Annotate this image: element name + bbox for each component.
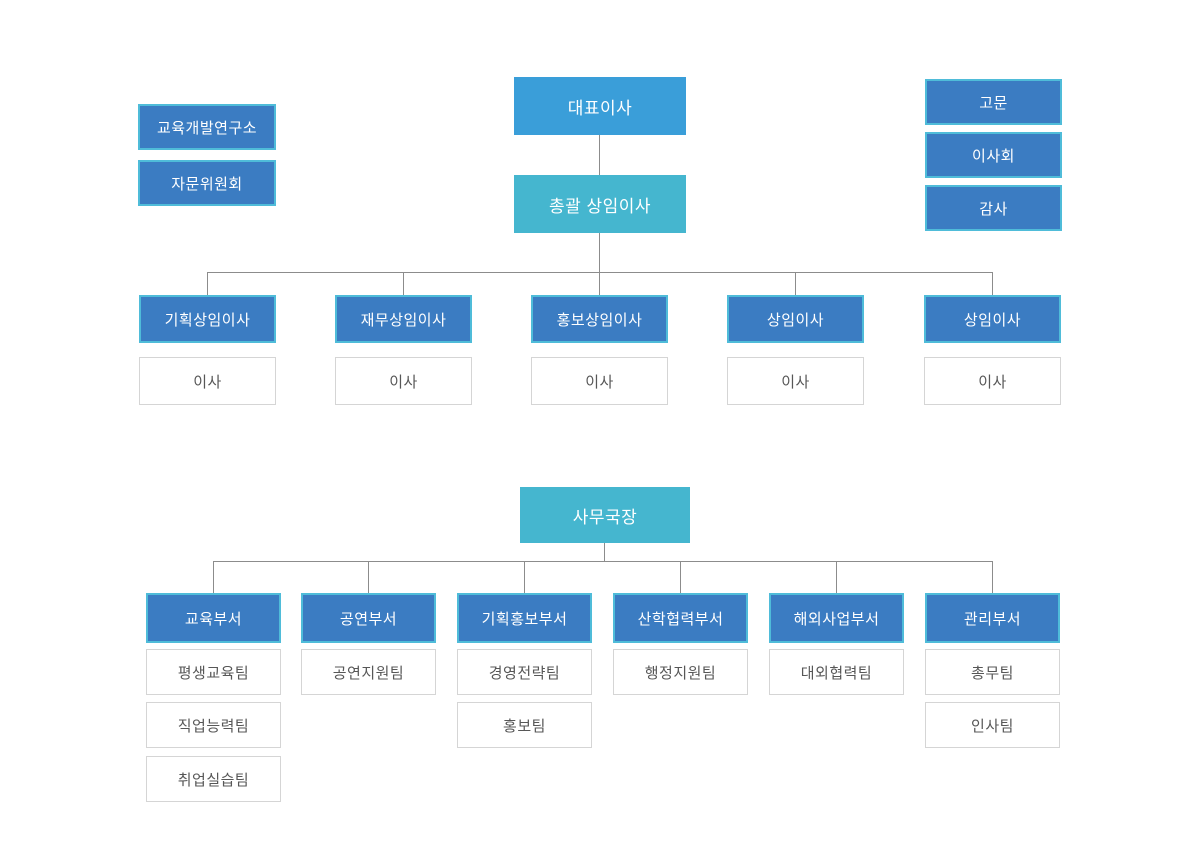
node-team-general-affairs: 총무팀 bbox=[925, 649, 1060, 695]
node-planning-pr-dept: 기획홍보부서 bbox=[457, 593, 592, 643]
connector-directors-hline bbox=[207, 272, 993, 273]
connector-drop-2 bbox=[403, 272, 404, 295]
node-executive-director-2: 상임이사 bbox=[924, 295, 1061, 343]
node-performance-dept: 공연부서 bbox=[301, 593, 436, 643]
connector-drop-3 bbox=[599, 272, 600, 295]
node-secretary-general: 사무국장 bbox=[520, 487, 690, 543]
node-pr-executive-director: 홍보상임이사 bbox=[531, 295, 668, 343]
node-executive-director-1: 상임이사 bbox=[727, 295, 864, 343]
node-board-of-directors: 이사회 bbox=[925, 132, 1062, 178]
node-team-hr: 인사팀 bbox=[925, 702, 1060, 748]
node-overseas-business-dept: 해외사업부서 bbox=[769, 593, 904, 643]
connector-drop-1 bbox=[207, 272, 208, 295]
connector-departments-hline bbox=[213, 561, 993, 562]
node-director-4: 이사 bbox=[727, 357, 864, 405]
connector-drop-5 bbox=[992, 272, 993, 295]
node-director-3: 이사 bbox=[531, 357, 668, 405]
node-team-job-training: 취업실습팀 bbox=[146, 756, 281, 802]
connector-chief-down bbox=[599, 233, 600, 273]
connector-dept-drop-3 bbox=[524, 561, 525, 593]
node-chief-executive-director: 총괄 상임이사 bbox=[514, 175, 686, 233]
connector-secretary-down bbox=[604, 543, 605, 562]
node-team-performance-support: 공연지원팀 bbox=[301, 649, 436, 695]
node-advisory-committee: 자문위원회 bbox=[138, 160, 276, 206]
connector-drop-4 bbox=[795, 272, 796, 295]
node-ceo: 대표이사 bbox=[514, 77, 686, 135]
node-education-dept: 교육부서 bbox=[146, 593, 281, 643]
node-director-2: 이사 bbox=[335, 357, 472, 405]
node-auditor: 감사 bbox=[925, 185, 1062, 231]
connector-dept-drop-2 bbox=[368, 561, 369, 593]
connector-ceo-chief bbox=[599, 135, 600, 175]
node-team-vocational-ability: 직업능력팀 bbox=[146, 702, 281, 748]
connector-dept-drop-4 bbox=[680, 561, 681, 593]
connector-dept-drop-6 bbox=[992, 561, 993, 593]
connector-dept-drop-1 bbox=[213, 561, 214, 593]
node-director-1: 이사 bbox=[139, 357, 276, 405]
node-team-management-strategy: 경영전략팀 bbox=[457, 649, 592, 695]
node-team-admin-support: 행정지원팀 bbox=[613, 649, 748, 695]
node-education-research-institute: 교육개발연구소 bbox=[138, 104, 276, 150]
node-team-external-cooperation: 대외협력팀 bbox=[769, 649, 904, 695]
node-finance-executive-director: 재무상임이사 bbox=[335, 295, 472, 343]
connector-dept-drop-5 bbox=[836, 561, 837, 593]
node-planning-executive-director: 기획상임이사 bbox=[139, 295, 276, 343]
node-director-5: 이사 bbox=[924, 357, 1061, 405]
node-team-lifelong-education: 평생교육팀 bbox=[146, 649, 281, 695]
node-advisor: 고문 bbox=[925, 79, 1062, 125]
node-management-dept: 관리부서 bbox=[925, 593, 1060, 643]
node-industry-cooperation-dept: 산학협력부서 bbox=[613, 593, 748, 643]
node-team-pr: 홍보팀 bbox=[457, 702, 592, 748]
